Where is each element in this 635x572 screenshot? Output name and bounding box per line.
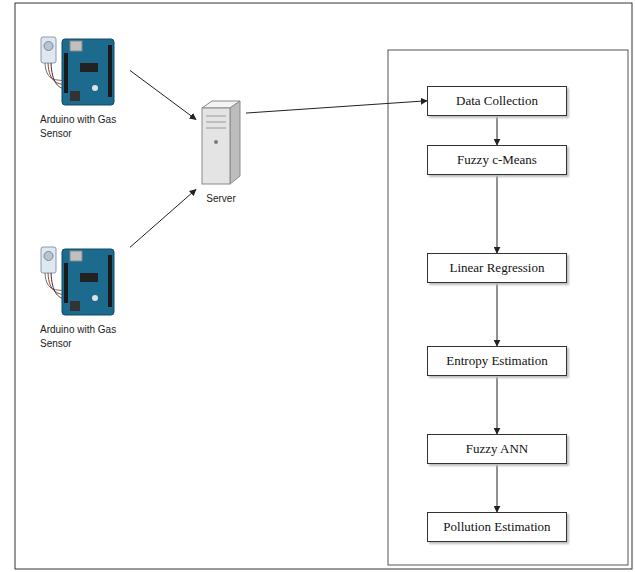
arduino-illustration <box>40 33 118 109</box>
device-label: Arduino with Gas Sensor <box>40 323 130 350</box>
process-label: Fuzzy ANN <box>438 440 556 458</box>
process-label: Entropy Estimation <box>438 352 556 370</box>
process-box: Fuzzy ANN <box>427 434 567 464</box>
server-illustration <box>196 98 246 186</box>
process-label: Pollution Estimation <box>438 518 556 536</box>
arduino-illustration <box>40 243 118 319</box>
process-box: Entropy Estimation <box>427 346 567 376</box>
flow-arrow <box>130 70 196 119</box>
flow-arrow <box>246 101 427 113</box>
process-box: Linear Regression <box>427 253 567 283</box>
process-label: Linear Regression <box>438 259 556 277</box>
process-label: Data Collection <box>438 92 556 110</box>
process-box: Data Collection <box>427 86 567 116</box>
flow-arrow <box>497 376 498 434</box>
server-node: Server <box>196 98 246 206</box>
flow-arrow <box>497 116 498 145</box>
process-box: Fuzzy c-Means <box>427 145 567 175</box>
flow-arrow <box>497 464 498 512</box>
sensor-device: Arduino with Gas Sensor <box>40 33 130 140</box>
flow-arrow <box>130 189 196 247</box>
sensor-device: Arduino with Gas Sensor <box>40 243 130 350</box>
process-panel <box>388 50 628 565</box>
flow-arrow <box>497 283 498 346</box>
device-label: Arduino with Gas Sensor <box>40 113 130 140</box>
device-label: Server <box>196 192 246 206</box>
process-box: Pollution Estimation <box>427 512 567 542</box>
flow-arrow <box>497 175 498 253</box>
outer-border <box>15 3 632 569</box>
process-label: Fuzzy c-Means <box>438 151 556 169</box>
